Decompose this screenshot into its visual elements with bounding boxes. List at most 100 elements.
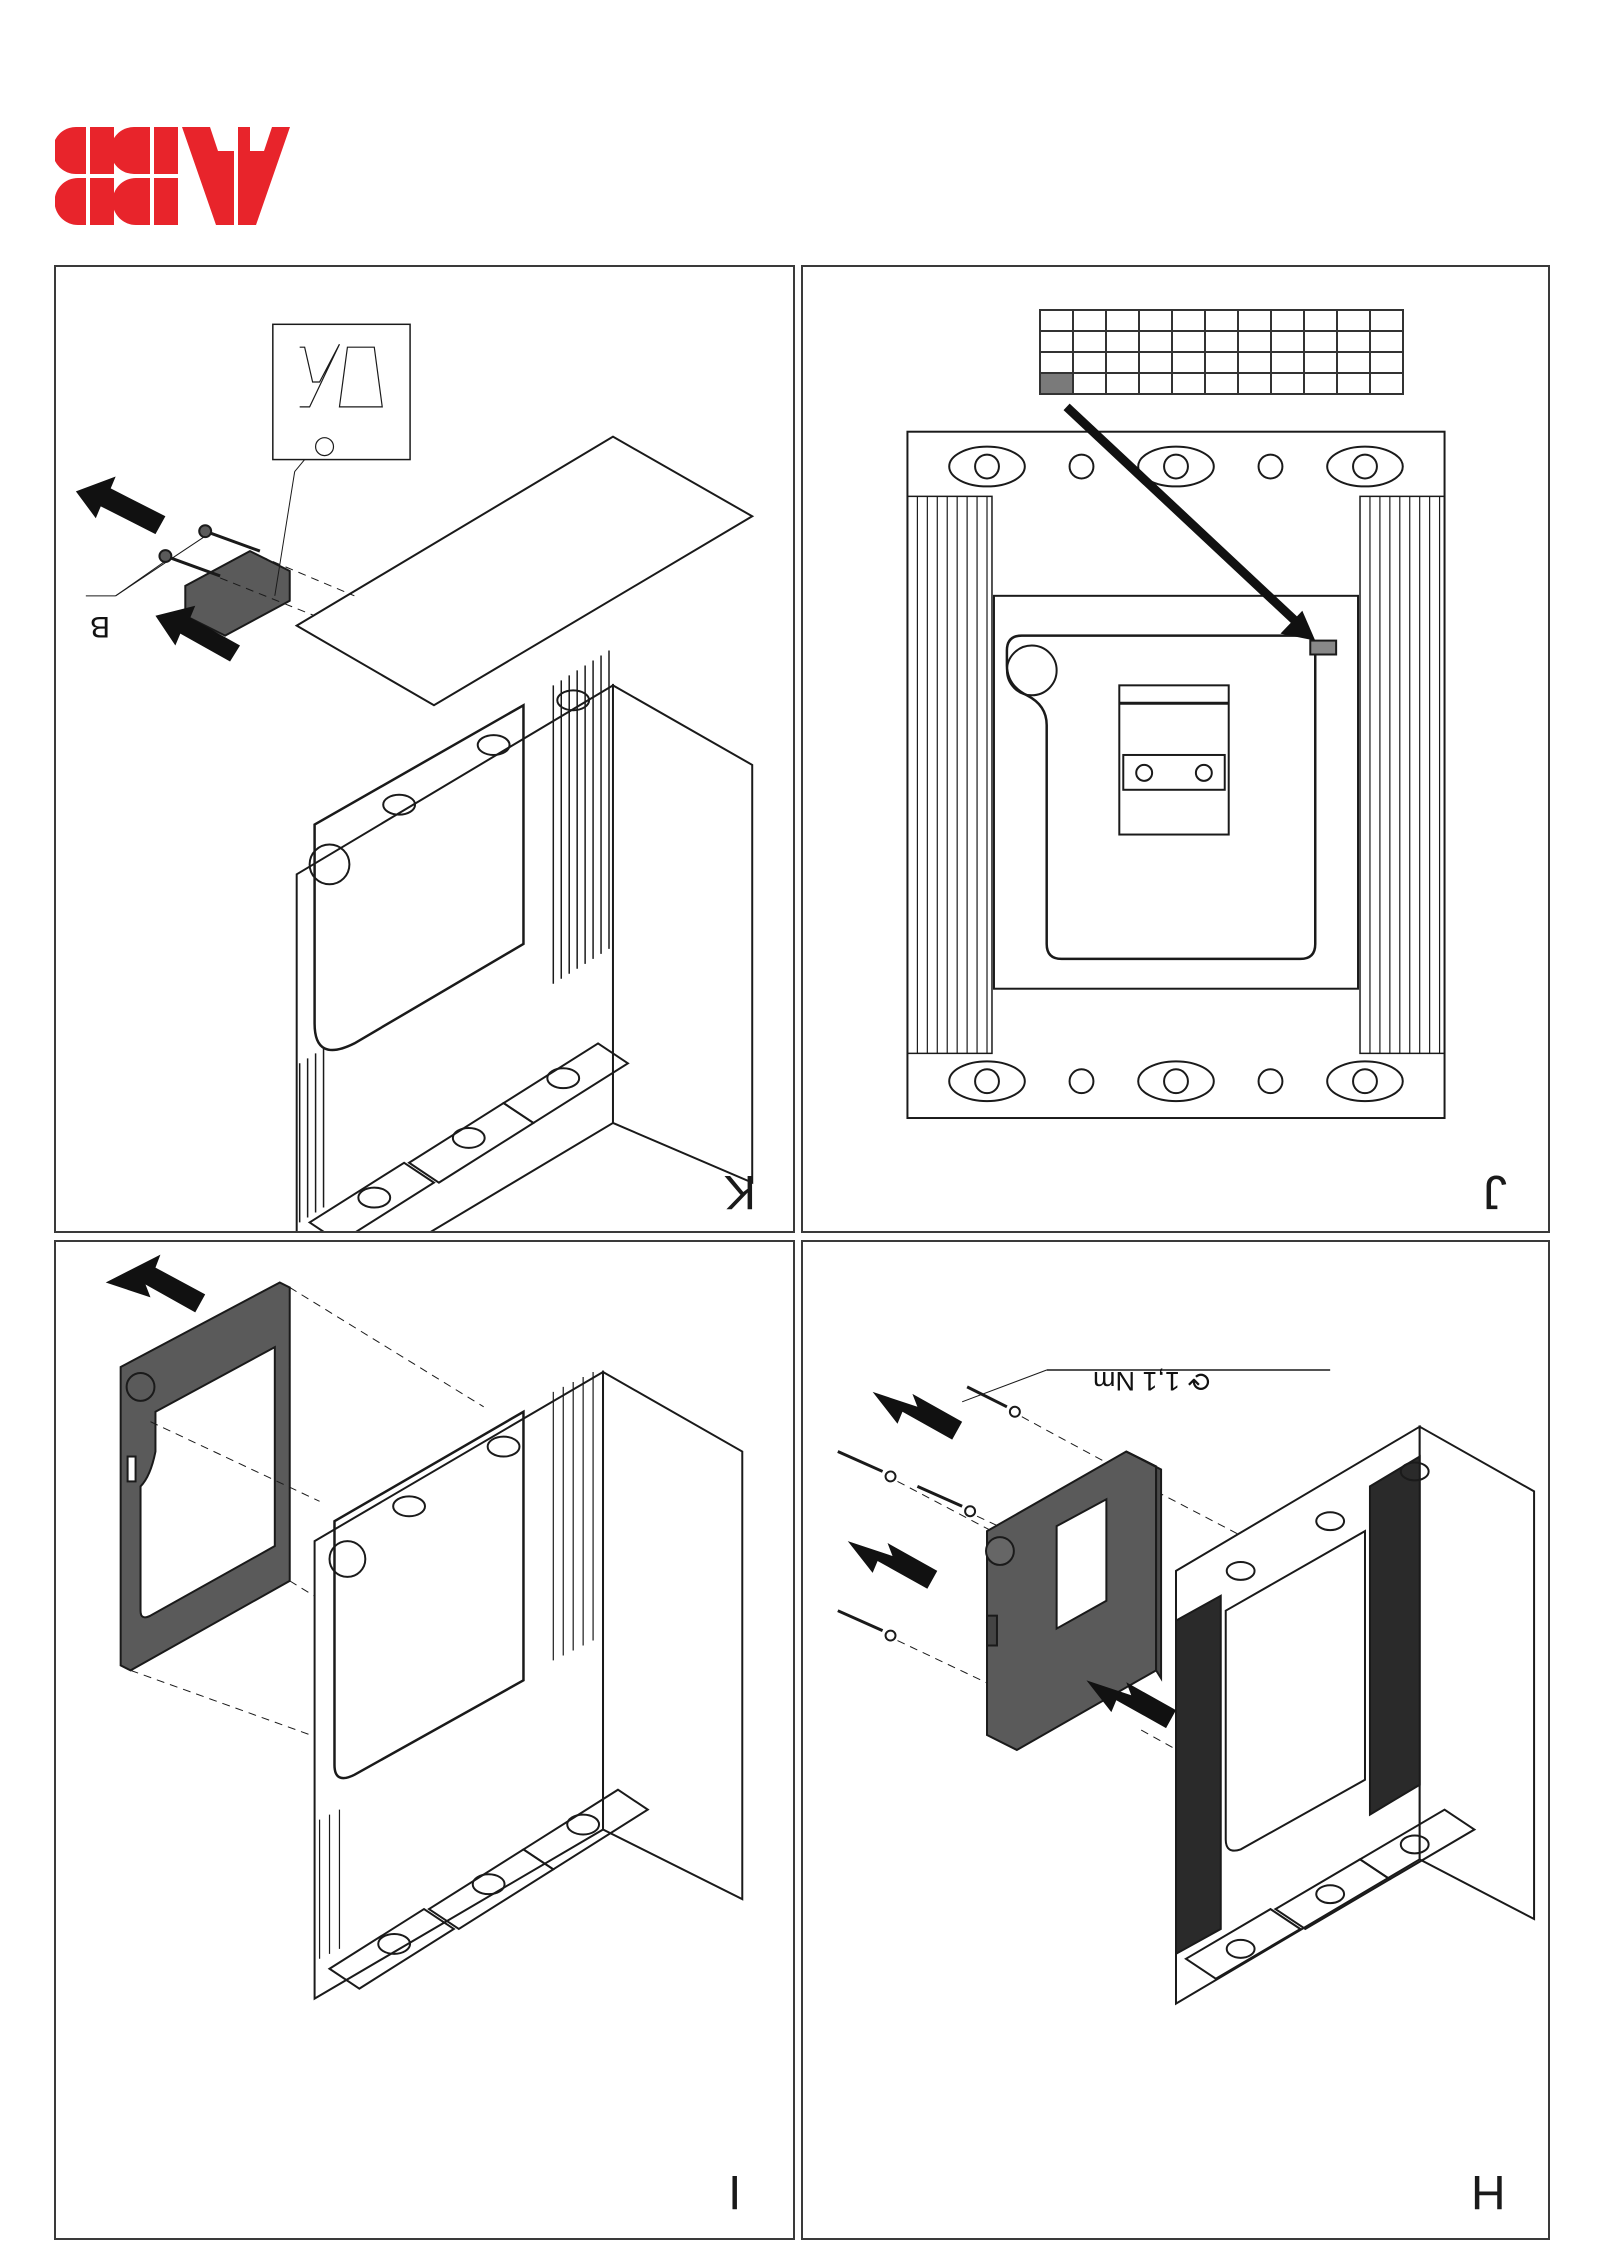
- cover-window: [1055, 1497, 1108, 1631]
- step-panel-i: I: [54, 1240, 795, 2240]
- step-panel-h: ⟳ 1,1 Nm H: [801, 1240, 1550, 2240]
- breaker-terminals: [327, 1435, 650, 1990]
- handle-hole: [328, 1540, 367, 1578]
- label-grid-cell: [1305, 374, 1336, 393]
- label-grid-cell: [1305, 353, 1336, 372]
- label-grid-cell: [1140, 353, 1171, 372]
- washer: [884, 1470, 897, 1483]
- arrow-in-icon: [872, 1391, 963, 1440]
- label-grid-cell: [1338, 353, 1369, 372]
- handle-hole: [985, 1536, 1015, 1566]
- washer: [884, 1629, 897, 1642]
- breaker-cover-window: [333, 1409, 525, 1780]
- rating-label-grid: [1039, 309, 1404, 395]
- breaker-cover: [992, 594, 1360, 990]
- handle-hole: [1005, 644, 1058, 697]
- illustration-fit-frame: [105, 1254, 744, 2001]
- illustration-remove-lock-block: [75, 323, 755, 1231]
- label-grid-cell: [1206, 311, 1237, 330]
- label-grid-cell: [1173, 311, 1204, 330]
- illustration-front-view: [906, 403, 1446, 1120]
- label-grid-cell: [1074, 311, 1105, 330]
- label-grid-cell: [1272, 311, 1303, 330]
- label-grid-cell: [1272, 332, 1303, 351]
- label-grid-cell: [1371, 311, 1402, 330]
- tightening-torque-icon: ⟳: [1187, 1366, 1211, 1396]
- label-grid-cell: [1107, 353, 1138, 372]
- label-grid-cell: [1338, 311, 1369, 330]
- label-grid-cell: [1041, 332, 1072, 351]
- label-grid-cell: [1206, 374, 1237, 393]
- label-grid-cell: [1371, 374, 1402, 393]
- lock-block: [184, 549, 291, 637]
- label-grid-cell: [1338, 374, 1369, 393]
- breaker-top-face: [294, 435, 755, 707]
- breaker-terminals: [307, 689, 630, 1231]
- cover-screws: [837, 1385, 1021, 1642]
- label-grid-cell: [1041, 353, 1072, 372]
- screw-2: [204, 529, 261, 553]
- breaker-side-face: [1418, 1424, 1536, 1921]
- step-label-i: I: [728, 2165, 742, 2218]
- label-grid-cell: [1239, 311, 1270, 330]
- logo-letter-a-right: [182, 127, 234, 225]
- label-grid-cell: [1140, 311, 1171, 330]
- label-grid-cell: [1041, 374, 1072, 393]
- abb-logo: [55, 127, 290, 225]
- step-label-k: K: [724, 1165, 757, 1218]
- handle-hole: [308, 843, 351, 886]
- step-label-j: J: [1483, 1165, 1507, 1218]
- logo-letter-a-left: [238, 127, 290, 225]
- screw-1: [164, 554, 221, 578]
- label-grid-cell: [1239, 353, 1270, 372]
- label-grid-cell: [1107, 374, 1138, 393]
- breaker-cooling-fins-right: [1368, 1454, 1421, 1817]
- direction-arrows: [75, 476, 241, 662]
- label-grid-cell: [1140, 332, 1171, 351]
- label-grid-cell: [1305, 311, 1336, 330]
- breaker-front-face: [295, 683, 614, 1231]
- arrow-out-icon: [75, 476, 166, 535]
- breaker-side-face: [611, 683, 754, 1185]
- breaker-terminals: [948, 445, 1404, 1103]
- breaker-cooling-fins: [298, 650, 610, 1223]
- label-grid-cell: [1338, 332, 1369, 351]
- label-grid-cell: [1371, 353, 1402, 372]
- arrow-in-icon: [105, 1254, 206, 1313]
- label-grid-cell: [1173, 353, 1204, 372]
- screw-icon: [1135, 763, 1154, 782]
- label-grid-cell: [1041, 311, 1072, 330]
- pointer-arrow-icon: [1063, 403, 1316, 641]
- breaker-cover-window: [1224, 1529, 1366, 1852]
- step-label-h: H: [1471, 2165, 1506, 2218]
- breaker-front-outline: [906, 430, 1446, 1120]
- washer: [1008, 1405, 1021, 1418]
- step-panel-k: B K: [54, 265, 795, 1233]
- label-position: [1309, 639, 1338, 656]
- label-grid-cell: [1140, 374, 1171, 393]
- label-grid-cell: [1206, 353, 1237, 372]
- screw-icon: [1194, 763, 1213, 782]
- label-grid-cell: [1074, 332, 1105, 351]
- arrow-in-icon: [1086, 1680, 1176, 1729]
- label-grid-cell: [1272, 353, 1303, 372]
- label-grid-cell: [1074, 353, 1105, 372]
- label-grid-cell: [1173, 374, 1204, 393]
- label-grid-cell: [1272, 374, 1303, 393]
- label-grid-cell: [1074, 374, 1105, 393]
- label-grid-cell: [1371, 332, 1402, 351]
- breaker-cover-window: [313, 703, 525, 1052]
- washer: [964, 1505, 977, 1518]
- breaker-handle: [1118, 684, 1230, 836]
- label-grid-cell: [1173, 332, 1204, 351]
- handle-hole: [125, 1371, 156, 1402]
- torque-annotation: ⟳ 1,1 Nm: [1093, 1365, 1210, 1396]
- breaker-cooling-fins-left: [1175, 1594, 1222, 1956]
- label-grid-cell: [1305, 332, 1336, 351]
- label-grid-cell: [1206, 332, 1237, 351]
- step-panel-j: J: [801, 265, 1550, 1233]
- label-grid-cell: [1239, 374, 1270, 393]
- label-grid-cell: [1107, 332, 1138, 351]
- torque-value: 1,1 Nm: [1093, 1366, 1181, 1396]
